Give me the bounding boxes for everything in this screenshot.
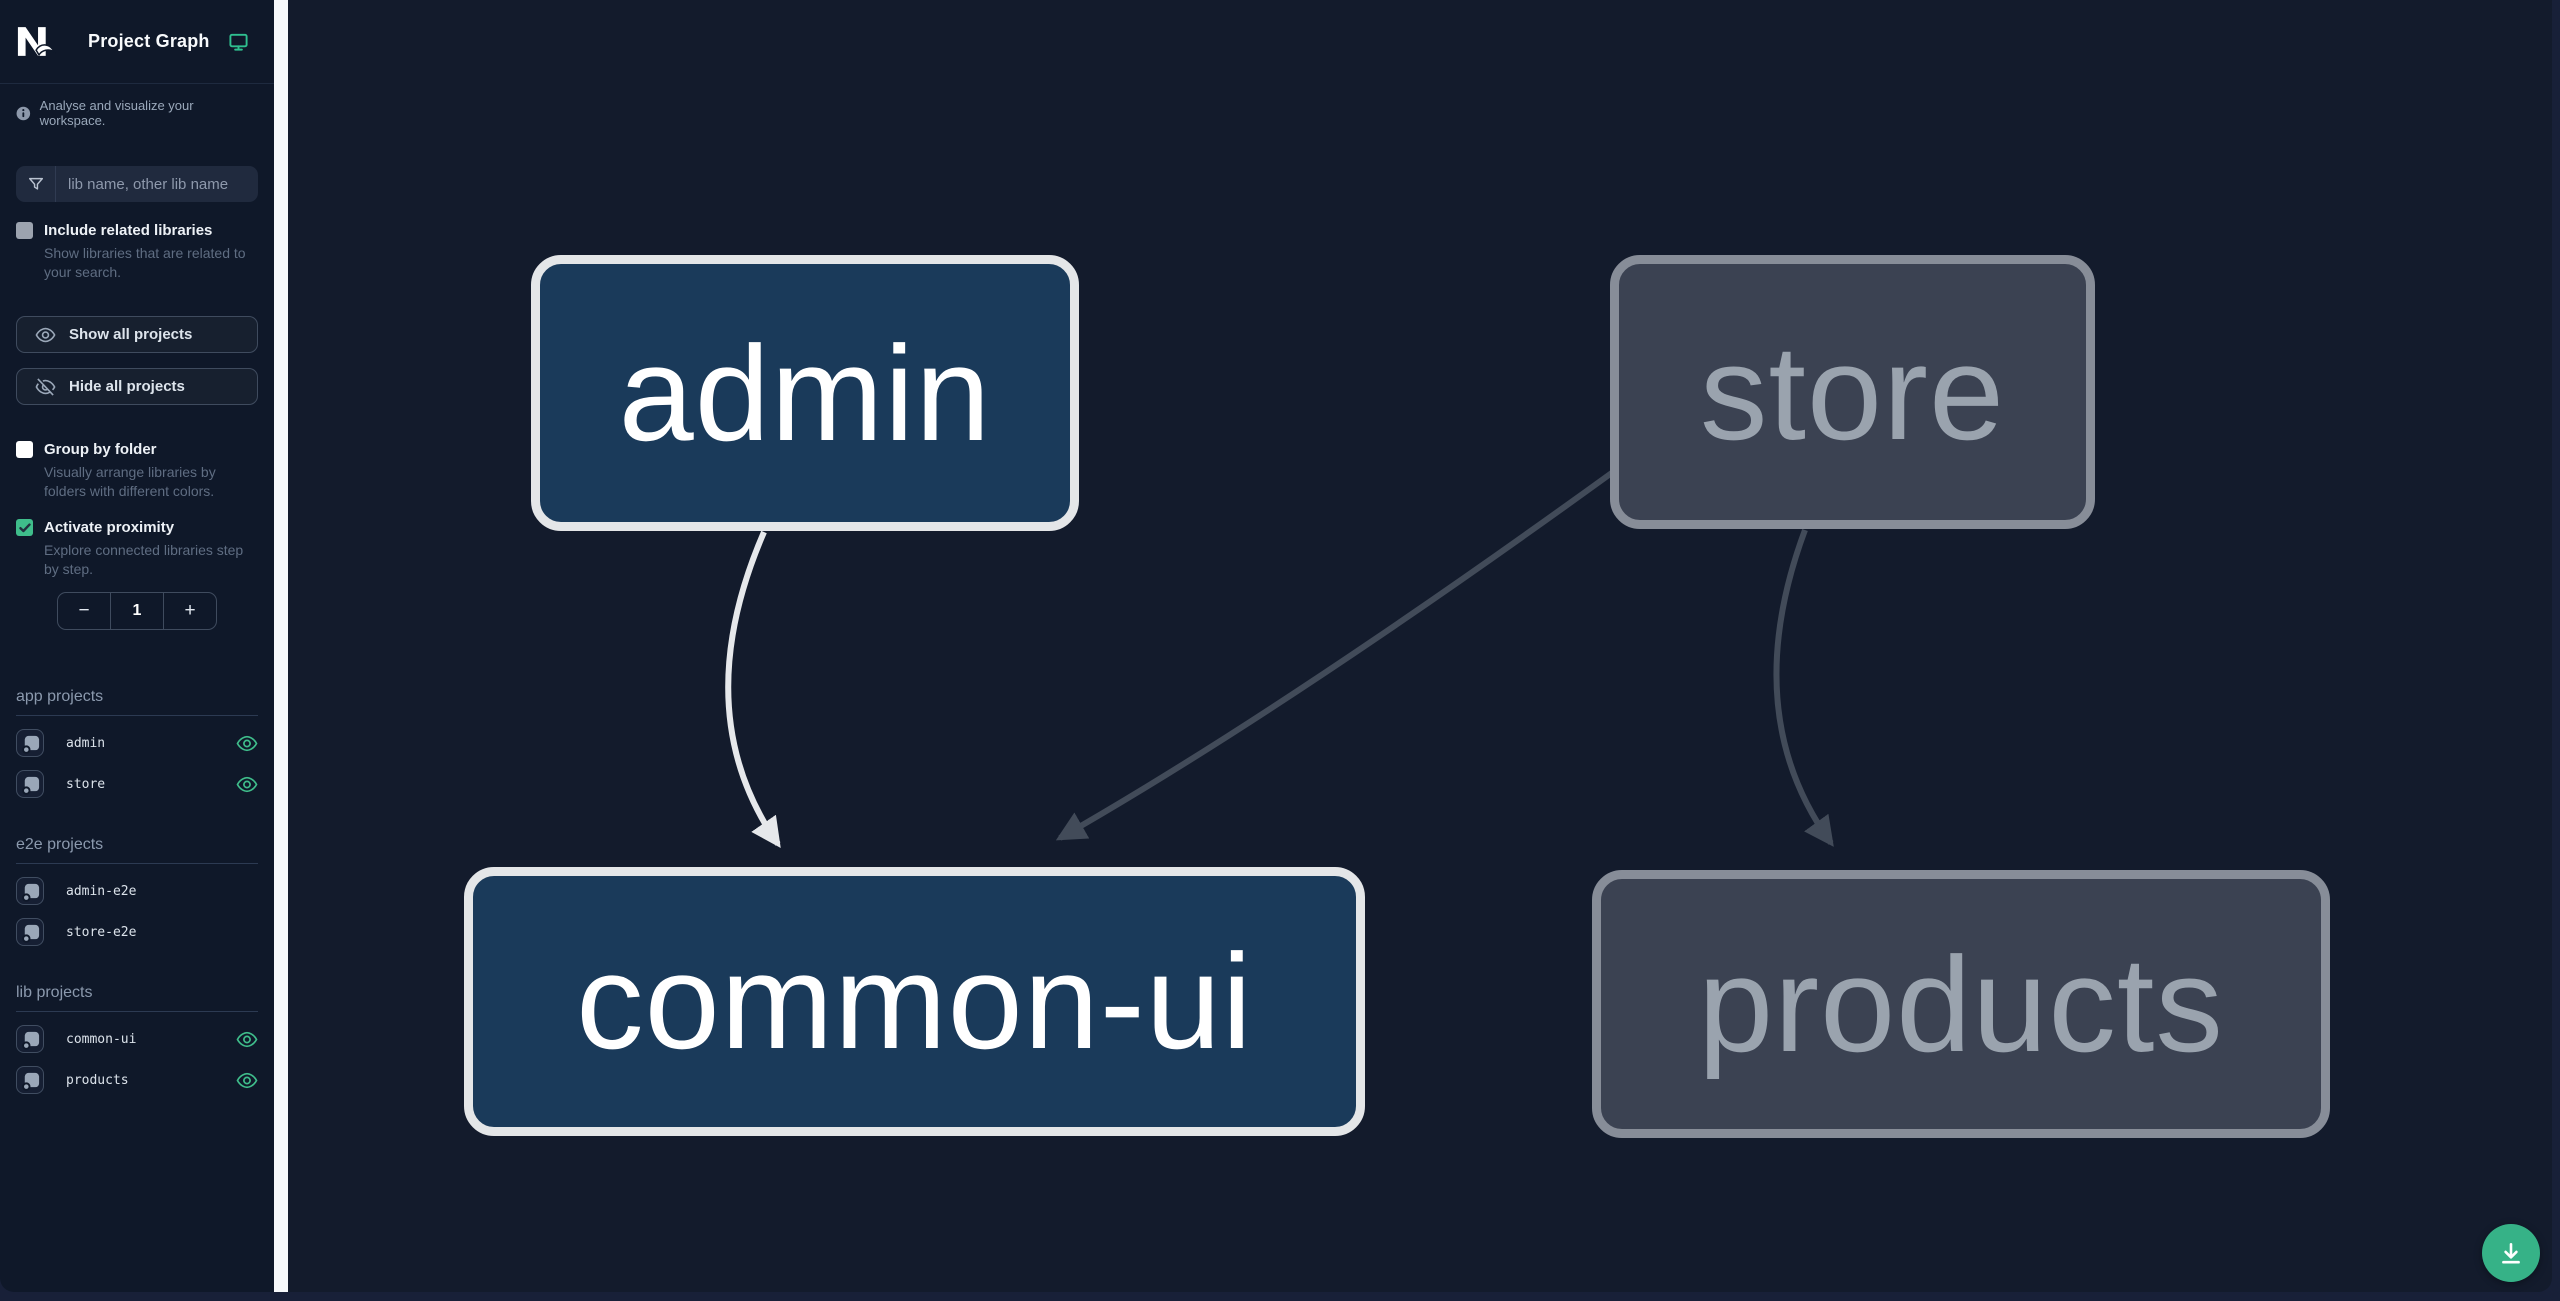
focus-project-icon [21,776,39,795]
checkbox-label[interactable]: Group by folder [44,441,157,458]
hide-all-projects-button[interactable]: Hide all projects [16,368,258,405]
sidebar-header: Project Graph [0,0,274,84]
focus-project-icon [21,924,39,943]
node-label: products [1698,928,2224,1080]
checkbox-label[interactable]: Activate proximity [44,519,175,536]
eye-off-icon [35,377,56,396]
search-input[interactable] [56,166,258,202]
focus-project-button[interactable] [16,918,44,946]
proximity-stepper: − 1 + [57,592,217,630]
tagline-text: Analyse and visualize your workspace. [39,98,194,128]
checkbox-group-by-folder: Group by folder Visually arrange librari… [0,440,274,501]
graph-node-products[interactable]: products [1592,870,2330,1138]
checkbox-label[interactable]: Include related libraries [44,222,213,239]
filter-icon [16,166,56,202]
search-box [16,166,258,202]
visibility-eye-icon [236,1031,258,1047]
visibility-eye-icon [236,1072,258,1088]
checkbox-box[interactable] [16,441,33,458]
project-row: admin-e2e [16,877,258,905]
workspace-tagline: Analyse and visualize your workspace. [0,98,274,128]
eye-icon [35,327,56,342]
section-lib-projects: lib projects common-ui products [16,984,258,1094]
section-title: app projects [16,688,258,716]
focus-project-icon [21,1072,39,1091]
edge-admin-to-common-ui[interactable] [725,530,781,848]
focus-project-button[interactable] [16,1025,44,1053]
graph-edges [725,469,1834,848]
toggle-project-visibility-button[interactable] [236,1071,258,1090]
section-title: e2e projects [16,836,258,864]
download-graph-button[interactable] [2482,1224,2540,1282]
monitor-icon [228,32,249,52]
decrement-button[interactable]: − [78,600,90,621]
hide-all-label: Hide all projects [69,378,185,395]
visibility-eye-icon [236,735,258,751]
focus-project-icon [21,883,39,902]
project-row: store [16,770,258,798]
page-title: Project Graph [88,31,210,51]
sidebar: Project Graph Analyse and visualize your… [0,0,274,1292]
check-icon [18,522,31,532]
checkbox-description: Show libraries that are related to your … [44,245,246,280]
graph-node-admin[interactable]: admin [531,255,1079,531]
node-label: admin [618,317,992,469]
section-e2e-projects: e2e projects admin-e2e store-e2e [16,836,258,946]
edge-store-to-products[interactable] [1773,528,1834,847]
graph-canvas[interactable]: admin store common-ui products [288,0,2552,1292]
project-name[interactable]: products [66,1072,129,1088]
checkbox-include-related: Include related libraries Show libraries… [0,221,274,282]
project-name[interactable]: admin [66,735,106,751]
toggle-project-visibility-button[interactable] [236,775,258,794]
graph-node-store[interactable]: store [1610,255,2095,529]
nx-logo [17,27,57,57]
checkbox-box[interactable] [16,519,33,536]
checkbox-description: Visually arrange libraries by folders wi… [44,464,216,499]
checkbox-box[interactable] [16,222,33,239]
focus-project-icon [21,735,39,754]
show-all-label: Show all projects [69,326,193,343]
project-row: products [16,1066,258,1094]
focus-project-button[interactable] [16,729,44,757]
section-app-projects: app projects admin store [16,688,258,798]
project-row: admin [16,729,258,757]
show-all-projects-button[interactable]: Show all projects [16,316,258,353]
section-title: lib projects [16,984,258,1012]
edge-store-to-common-ui[interactable] [1055,469,1615,841]
project-row: store-e2e [16,918,258,946]
download-icon [2502,1243,2520,1264]
node-label: common-ui [576,926,1253,1077]
project-name[interactable]: store [66,776,106,792]
toggle-project-visibility-button[interactable] [236,734,258,753]
info-icon [16,106,31,120]
checkbox-description: Explore connected libraries step by step… [44,542,244,577]
checkbox-activate-proximity: Activate proximity Explore connected lib… [0,518,274,579]
focus-project-button[interactable] [16,877,44,905]
proximity-value: 1 [110,593,164,629]
toggle-project-visibility-button[interactable] [236,1030,258,1049]
sidebar-resizer[interactable] [274,0,288,1292]
visibility-eye-icon [236,776,258,792]
graph-node-common-ui[interactable]: common-ui [464,867,1365,1136]
focus-project-button[interactable] [16,1066,44,1094]
project-name[interactable]: store-e2e [66,924,137,940]
project-name[interactable]: admin-e2e [66,883,137,899]
focus-project-icon [21,1031,39,1050]
project-name[interactable]: common-ui [66,1031,137,1047]
node-label: store [1699,316,2006,468]
focus-project-button[interactable] [16,770,44,798]
increment-button[interactable]: + [184,600,196,621]
project-sections: app projects admin store e2e projects admin-… [0,688,274,1094]
project-row: common-ui [16,1025,258,1053]
